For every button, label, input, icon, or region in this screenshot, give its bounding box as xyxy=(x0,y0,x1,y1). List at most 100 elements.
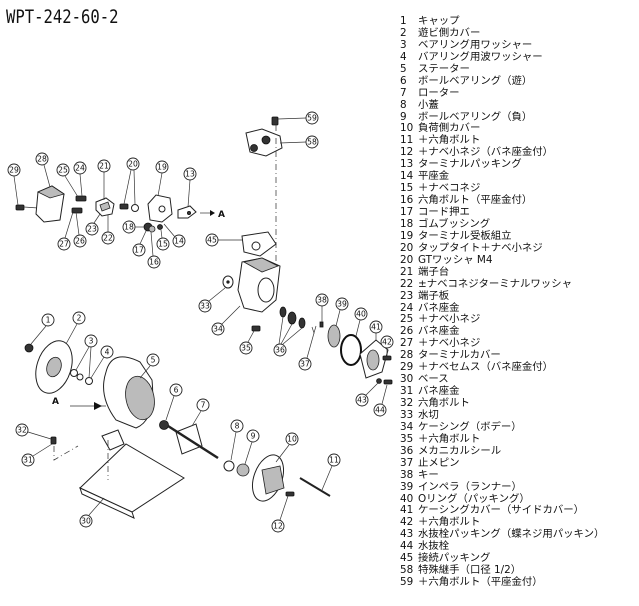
callout-19: 19 xyxy=(155,160,169,174)
part-32-bolt xyxy=(50,436,57,445)
svg-text:17: 17 xyxy=(134,246,144,255)
view-marker-a-motor: A xyxy=(52,397,59,407)
part-name: 接続パッキング xyxy=(418,552,491,565)
callout-1: 1 xyxy=(41,313,55,327)
part-number: 9 xyxy=(400,110,407,123)
view-marker-a-top: A xyxy=(218,210,225,220)
parts-list-item: 42＋六角ボルト xyxy=(398,516,604,529)
svg-text:5: 5 xyxy=(151,356,156,365)
callout-2: 2 xyxy=(72,311,86,325)
callout-35: 35 xyxy=(239,341,253,355)
callout-27: 27 xyxy=(57,237,71,251)
callout-33: 33 xyxy=(198,299,212,313)
svg-text:15: 15 xyxy=(158,240,168,249)
part-name: ケーシングカバー（サイドカバー） xyxy=(418,504,585,517)
part-number: 24 xyxy=(400,301,414,314)
callout-13: 13 xyxy=(183,167,197,181)
svg-text:35: 35 xyxy=(241,344,251,353)
part-number: 32 xyxy=(400,397,414,409)
part-42-bolt xyxy=(382,355,392,361)
callout-23: 23 xyxy=(85,222,99,236)
callout-14: 14 xyxy=(172,234,186,248)
part-name: 水抜栓 xyxy=(418,540,450,553)
part-name: 端子板 xyxy=(418,289,450,302)
callout-16: 16 xyxy=(147,255,161,269)
callout-28: 28 xyxy=(35,152,49,166)
part-59-bolt xyxy=(271,116,279,126)
svg-text:13: 13 xyxy=(185,170,195,179)
svg-text:30: 30 xyxy=(81,517,91,526)
part-name: ＋ナベコネジ xyxy=(418,182,481,195)
part-name: キャップ xyxy=(418,15,460,27)
callout-58: 58 xyxy=(305,135,319,149)
part-name: ターミナル受板組立 xyxy=(418,229,512,242)
svg-text:28: 28 xyxy=(37,155,47,164)
svg-text:40: 40 xyxy=(356,310,366,319)
svg-text:58: 58 xyxy=(307,138,317,147)
callout-4: 4 xyxy=(100,345,114,359)
svg-text:3: 3 xyxy=(89,337,94,346)
part-name: ベース xyxy=(418,373,449,386)
callout-9: 9 xyxy=(246,429,260,443)
part-name: キー xyxy=(418,468,439,481)
svg-text:42: 42 xyxy=(382,338,392,347)
part-name: ボールベアリング（負） xyxy=(418,110,533,123)
part-name: バネ座金 xyxy=(418,325,460,338)
part-4-wave-washer xyxy=(85,377,93,385)
svg-text:38: 38 xyxy=(317,296,327,305)
part-number: 34 xyxy=(400,420,414,433)
part-number: 17 xyxy=(400,206,414,218)
part-number: 40 xyxy=(400,492,414,505)
callout-10: 10 xyxy=(285,432,299,446)
svg-text:41: 41 xyxy=(371,323,381,332)
part-13-terminal-gasket xyxy=(177,205,197,219)
part-number: 44 xyxy=(400,540,414,553)
svg-text:21: 21 xyxy=(99,162,109,171)
part-name: ＋ナベ小ネジ xyxy=(418,337,481,350)
part-30-base xyxy=(79,443,185,513)
svg-text:31: 31 xyxy=(23,456,33,465)
part-number: 14 xyxy=(400,170,414,183)
parts-list-item: 29＋ナベセムス（バネ座金付） xyxy=(398,361,604,374)
callout-40: 40 xyxy=(354,307,368,321)
svg-text:7: 7 xyxy=(201,401,206,410)
part-name: ＋ナベセムス（バネ座金付） xyxy=(418,361,554,374)
part-name: 六角ボルト xyxy=(418,397,470,409)
part-number: 58 xyxy=(400,564,414,577)
part-40-o-ring xyxy=(340,334,362,366)
part-number: 16 xyxy=(400,194,414,207)
svg-text:14: 14 xyxy=(174,237,184,246)
part-number: 37 xyxy=(400,456,414,469)
part-number: 20 xyxy=(400,253,414,266)
svg-text:22: 22 xyxy=(103,234,113,243)
part-29-screw xyxy=(15,204,39,211)
part-number: 20 xyxy=(400,241,414,254)
svg-text:8: 8 xyxy=(235,422,240,431)
part-number: 6 xyxy=(400,74,407,87)
callout-43: 43 xyxy=(355,393,369,407)
part-name: コード押エ xyxy=(418,206,470,218)
svg-text:23: 23 xyxy=(87,225,97,234)
part-name: 端子台 xyxy=(418,265,450,278)
callout-36: 36 xyxy=(273,343,287,357)
pump-casing-group xyxy=(222,257,393,385)
svg-text:44: 44 xyxy=(375,406,385,415)
part-name: ＋六角ボルト（平座金付） xyxy=(418,576,543,589)
part-name: ＋六角ボルト xyxy=(418,516,481,529)
svg-text:34: 34 xyxy=(213,325,223,334)
part-15-screw xyxy=(157,224,163,230)
part-name: 水抜栓パッキング（蝶ネジ用パッキン） xyxy=(418,528,605,541)
part-36-mechanical-seal xyxy=(279,306,287,318)
